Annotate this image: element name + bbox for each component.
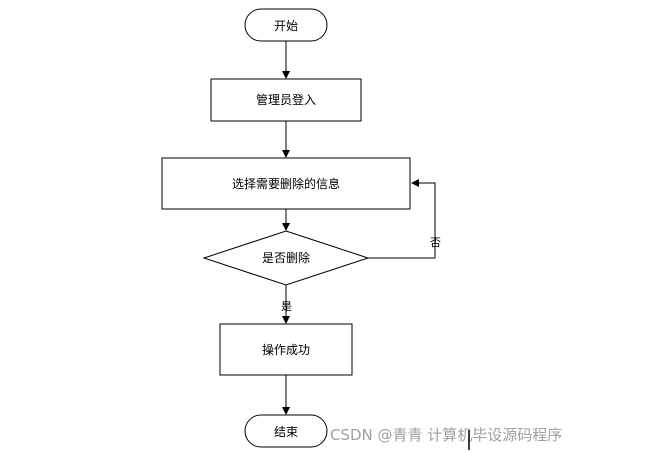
- success-node: 操作成功: [219, 323, 353, 376]
- yes-label: 是: [281, 300, 292, 313]
- no-label: 否: [430, 236, 441, 249]
- start-label: 开始: [274, 19, 298, 33]
- login-label: 管理员登入: [256, 92, 316, 107]
- select-node: 选择需要删除的信息: [161, 157, 411, 210]
- start-node: 开始: [244, 8, 328, 42]
- end-node: 结束: [244, 414, 328, 448]
- select-label: 选择需要删除的信息: [232, 176, 340, 191]
- decision-label: 是否删除: [262, 250, 310, 265]
- watermark-text: CSDN @青青 计算机毕设源码程序: [330, 426, 562, 444]
- end-label: 结束: [274, 425, 298, 439]
- edge-decision-no-loop: [368, 179, 436, 259]
- decision-node: 是否删除: [202, 230, 370, 286]
- success-label: 操作成功: [262, 342, 310, 357]
- login-node: 管理员登入: [210, 78, 362, 122]
